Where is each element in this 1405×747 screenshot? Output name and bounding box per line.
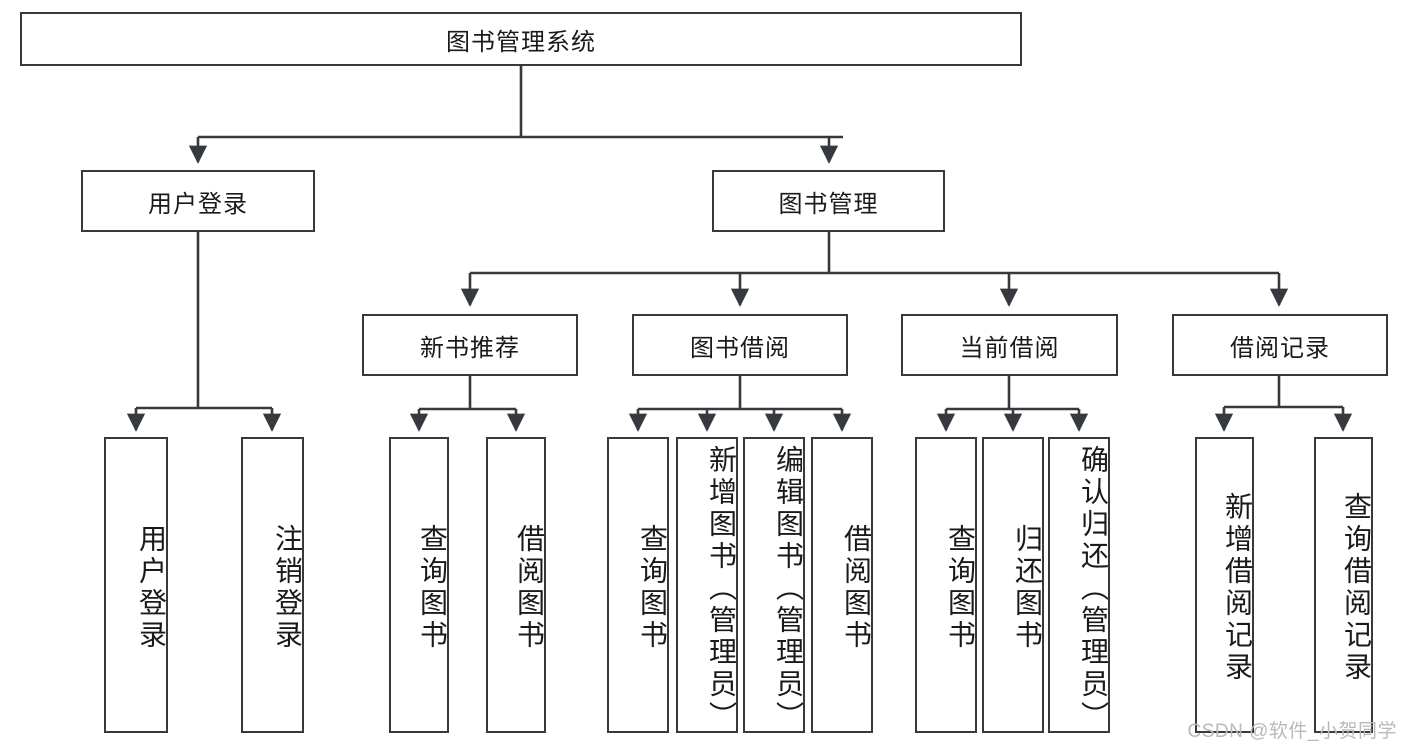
node-leaf-logout-login-label: 注销登录 bbox=[272, 524, 303, 652]
node-leaf-confirm-return[interactable]: 确认归还（管理员） bbox=[1048, 437, 1110, 733]
node-current-borrow[interactable]: 当前借阅 bbox=[901, 314, 1118, 376]
node-leaf-query-book-2-label: 查询图书 bbox=[637, 524, 668, 652]
node-new-book-recommend-label: 新书推荐 bbox=[420, 334, 520, 362]
node-leaf-add-borrow-record-label: 新增借阅记录 bbox=[1222, 492, 1253, 684]
node-book-borrow-label: 图书借阅 bbox=[690, 334, 790, 362]
node-leaf-query-book-2[interactable]: 查询图书 bbox=[607, 437, 669, 733]
node-book-manage-label: 图书管理 bbox=[778, 190, 879, 218]
node-leaf-query-book-3-label: 查询图书 bbox=[945, 524, 976, 652]
node-leaf-borrow-book-1[interactable]: 借阅图书 bbox=[486, 437, 546, 733]
node-borrow-record-label: 借阅记录 bbox=[1230, 334, 1330, 362]
node-leaf-return-book[interactable]: 归还图书 bbox=[982, 437, 1044, 733]
node-leaf-borrow-book-1-label: 借阅图书 bbox=[514, 524, 545, 652]
node-leaf-borrow-book-2[interactable]: 借阅图书 bbox=[811, 437, 873, 733]
node-leaf-add-book[interactable]: 新增图书（管理员） bbox=[676, 437, 738, 733]
node-user-login[interactable]: 用户登录 bbox=[81, 170, 315, 232]
node-leaf-add-book-label: 新增图书（管理员） bbox=[706, 445, 737, 733]
node-root[interactable]: 图书管理系统 bbox=[20, 12, 1022, 66]
node-user-login-label: 用户登录 bbox=[148, 190, 248, 218]
node-leaf-confirm-return-label: 确认归还（管理员） bbox=[1078, 445, 1109, 733]
node-leaf-add-borrow-record[interactable]: 新增借阅记录 bbox=[1195, 437, 1254, 733]
node-leaf-borrow-book-2-label: 借阅图书 bbox=[841, 524, 872, 652]
node-book-borrow[interactable]: 图书借阅 bbox=[632, 314, 848, 376]
node-current-borrow-label: 当前借阅 bbox=[959, 334, 1060, 362]
node-leaf-query-borrow-record-label: 查询借阅记录 bbox=[1341, 492, 1372, 684]
node-borrow-record[interactable]: 借阅记录 bbox=[1172, 314, 1388, 376]
node-leaf-edit-book-label: 编辑图书（管理员） bbox=[773, 445, 804, 733]
node-new-book-recommend[interactable]: 新书推荐 bbox=[362, 314, 578, 376]
node-leaf-query-borrow-record[interactable]: 查询借阅记录 bbox=[1314, 437, 1373, 733]
node-leaf-return-book-label: 归还图书 bbox=[1012, 524, 1043, 652]
node-leaf-user-login-label: 用户登录 bbox=[136, 524, 167, 652]
node-leaf-user-login[interactable]: 用户登录 bbox=[104, 437, 168, 733]
node-leaf-logout-login[interactable]: 注销登录 bbox=[241, 437, 304, 733]
node-leaf-edit-book[interactable]: 编辑图书（管理员） bbox=[743, 437, 805, 733]
node-book-manage[interactable]: 图书管理 bbox=[712, 170, 945, 232]
node-leaf-query-book-1[interactable]: 查询图书 bbox=[389, 437, 449, 733]
node-leaf-query-book-1-label: 查询图书 bbox=[417, 524, 448, 652]
node-root-label: 图书管理系统 bbox=[446, 28, 596, 56]
node-leaf-query-book-3[interactable]: 查询图书 bbox=[915, 437, 977, 733]
